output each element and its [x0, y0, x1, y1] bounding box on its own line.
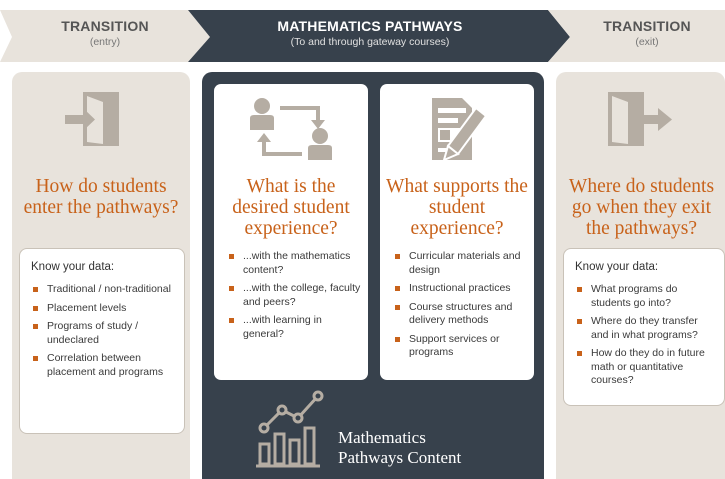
list-item: Curricular materials and design [390, 250, 530, 277]
list-item: What programs do students go into? [572, 283, 718, 310]
entry-question: How do students enter the pathways? [23, 176, 179, 218]
entry-banner-subtitle: (entry) [89, 36, 121, 48]
list-item: Placement levels [28, 302, 178, 316]
supports-list: Curricular materials and design Instruct… [390, 250, 530, 365]
pathway-banner: TRANSITION (entry) MATHEMATICS PATHWAYS … [0, 0, 725, 62]
content-label-line1: Mathematics [338, 428, 426, 447]
door-enter-icon [65, 92, 119, 146]
people-exchange-icon [250, 98, 332, 160]
exit-arrow [548, 10, 725, 62]
entry-know-your-data-box: Know your data: Traditional / non-tradit… [19, 248, 185, 434]
content-label-line2: Pathways Content [338, 448, 462, 467]
pathways-banner-title: MATHEMATICS PATHWAYS [277, 18, 463, 34]
list-item: ...with learning in general? [224, 314, 364, 341]
list-item: Programs of study / undeclared [28, 320, 178, 347]
entry-data-list: Traditional / non-traditional Placement … [28, 283, 178, 384]
list-item: Support services or programs [390, 333, 530, 360]
pathways-panel: What is the desired student experience? … [202, 72, 544, 479]
exit-know-your-data-box: Know your data: What programs do student… [563, 248, 725, 406]
exit-question: Where do students go when they exit the … [568, 176, 715, 239]
exit-data-list: What programs do students go into? Where… [572, 283, 718, 393]
entry-banner-title: TRANSITION [61, 18, 149, 34]
document-pencil-icon [432, 98, 488, 162]
chart-growth-icon [256, 390, 324, 468]
experience-list: ...with the mathematics content? ...with… [224, 250, 364, 346]
list-item: Traditional / non-traditional [28, 283, 178, 297]
list-item: Instructional practices [390, 282, 530, 296]
experience-question: What is the desired student experience? [232, 176, 350, 239]
list-item: Correlation between placement and progra… [28, 352, 178, 379]
list-item: ...with the mathematics content? [224, 250, 364, 277]
pathways-arrow [188, 10, 570, 62]
door-exit-icon [608, 92, 672, 146]
experience-card: What is the desired student experience? … [214, 84, 368, 380]
pathways-banner-subtitle: (To and through gateway courses) [290, 36, 450, 48]
exit-banner-title: TRANSITION [603, 18, 691, 34]
supports-question: What supports the student experience? [386, 176, 528, 239]
list-item: Course structures and delivery methods [390, 301, 530, 328]
exit-column: Where do students go when they exit the … [556, 72, 725, 479]
exit-know-heading: Know your data: [575, 261, 659, 273]
banner-arrows [0, 10, 725, 62]
entry-arrow [0, 10, 210, 62]
list-item: ...with the college, faculty and peers? [224, 282, 364, 309]
entry-know-heading: Know your data: [31, 261, 115, 273]
list-item: Where do they transfer and in what progr… [572, 315, 718, 342]
list-item: How do they do in future math or quantit… [572, 347, 718, 388]
entry-column: How do students enter the pathways? Know… [12, 72, 190, 479]
supports-card: What supports the student experience? Cu… [380, 84, 534, 380]
exit-banner-subtitle: (exit) [635, 36, 659, 48]
